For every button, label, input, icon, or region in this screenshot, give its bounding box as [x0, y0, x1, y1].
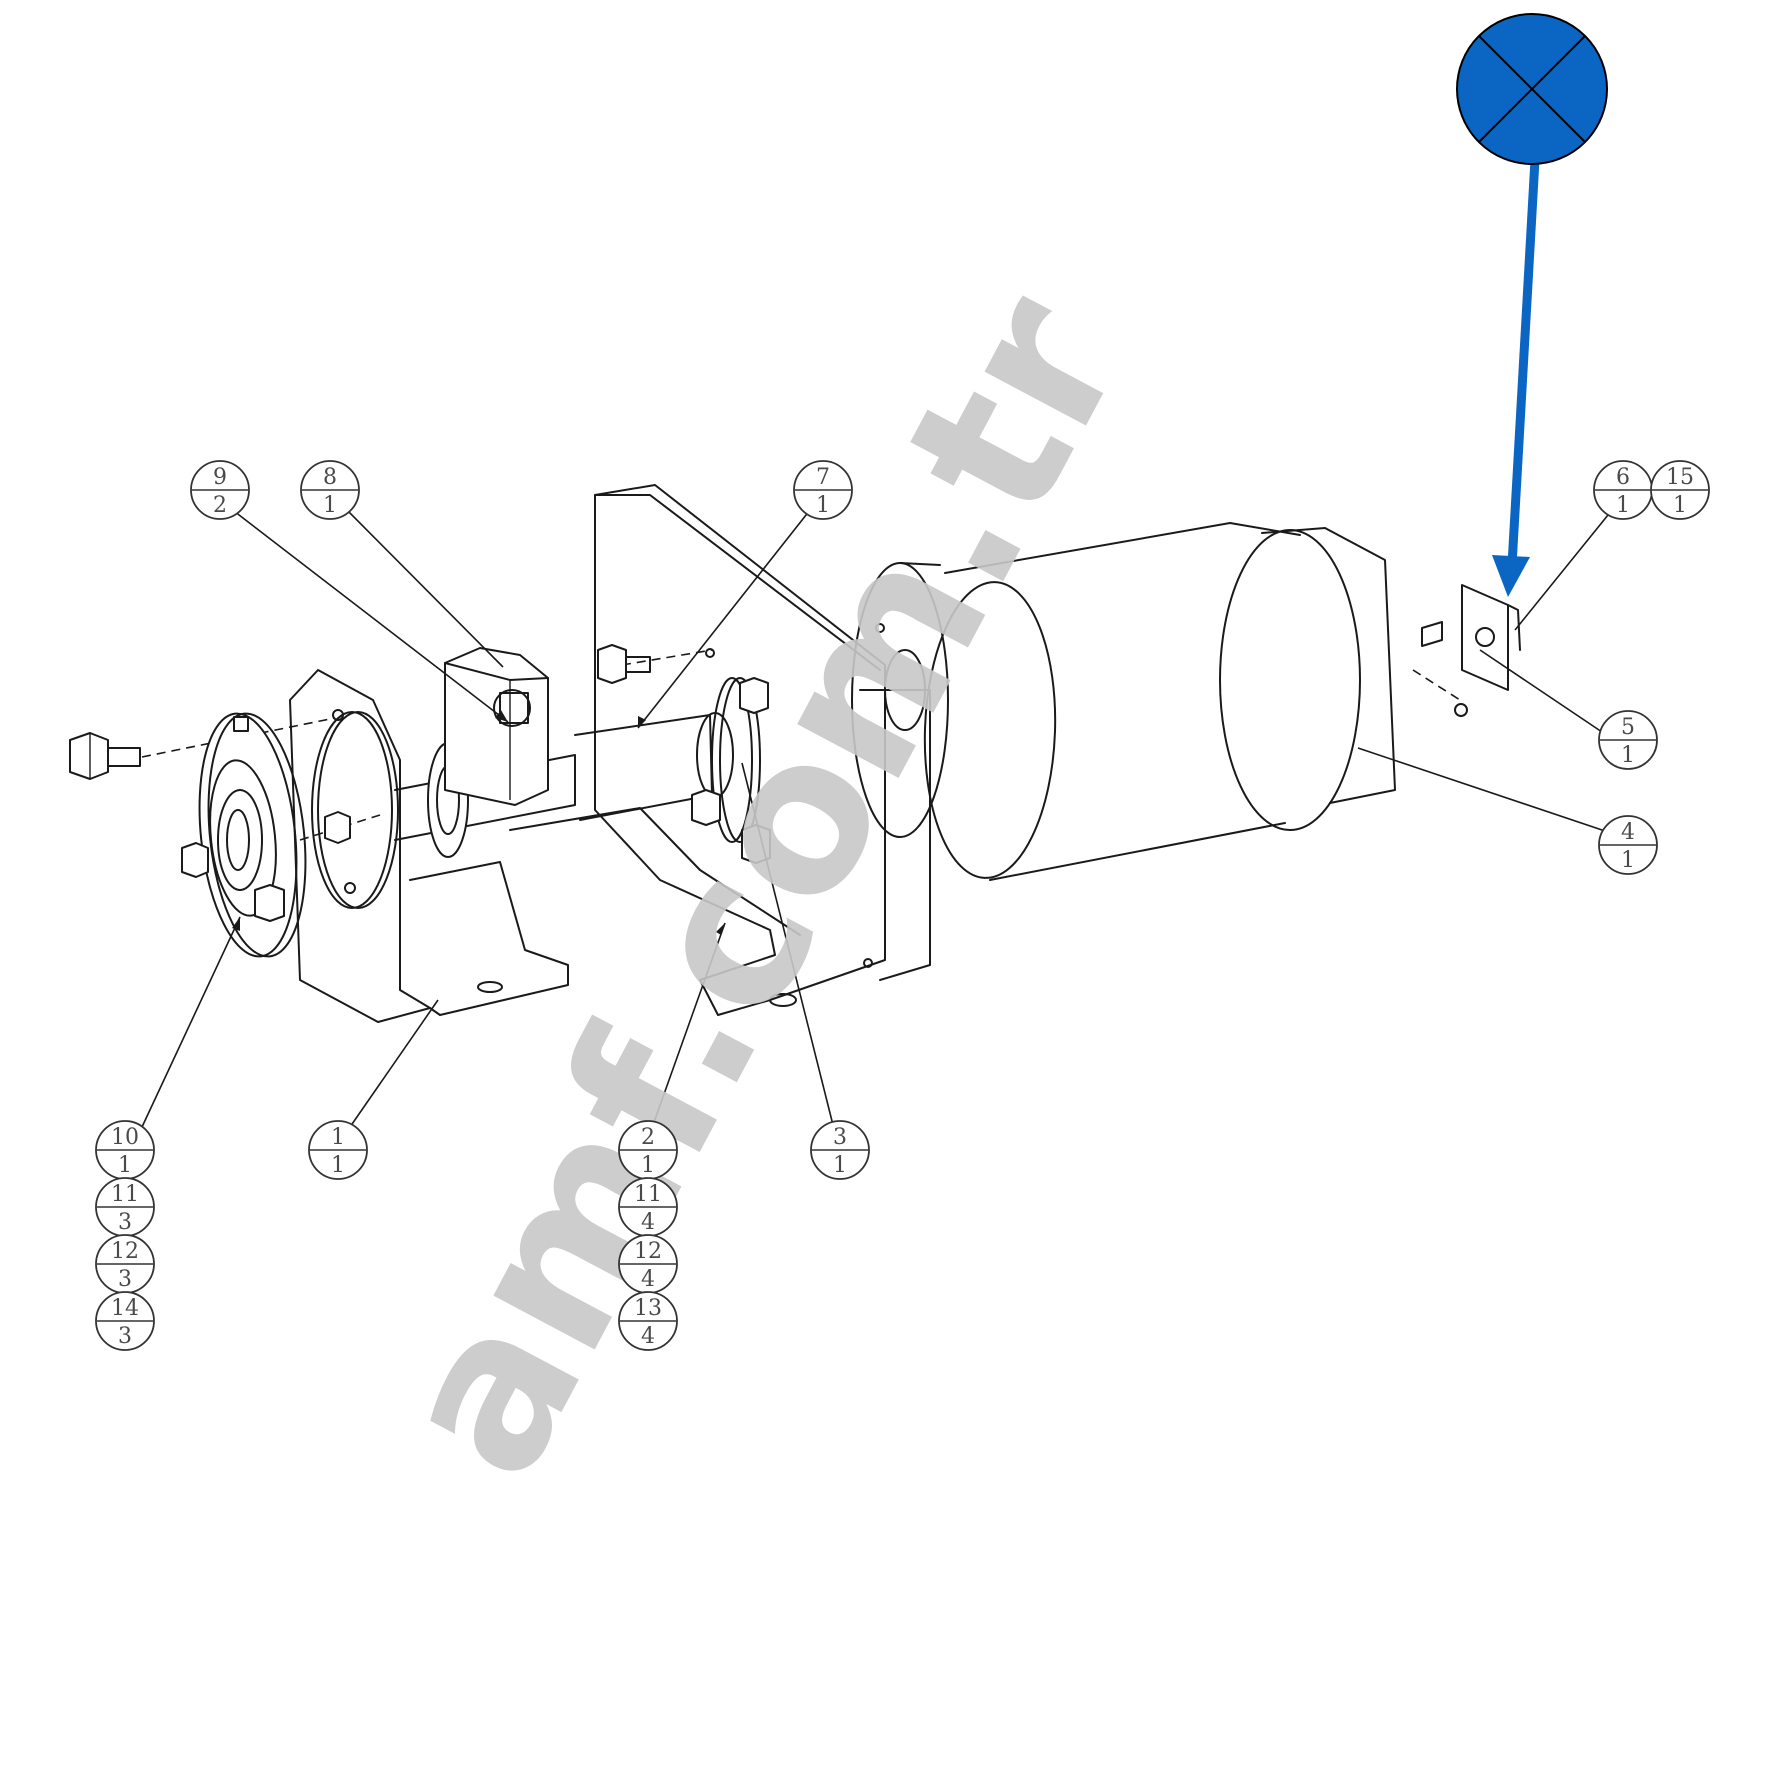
crossed-circle-icon — [1456, 13, 1608, 165]
callout-part-9: 92 — [190, 460, 250, 520]
callout-part-6: 61 — [1593, 460, 1653, 520]
svg-text:8: 8 — [323, 465, 337, 490]
svg-text:6: 6 — [1616, 465, 1630, 490]
callout-part-12b: 124 — [618, 1234, 678, 1294]
callout-part-11: 113 — [95, 1177, 155, 1237]
callout-part-5: 51 — [1598, 710, 1658, 770]
callout-part-1: 11 — [308, 1120, 368, 1180]
svg-text:2: 2 — [641, 1125, 655, 1150]
svg-text:4: 4 — [641, 1210, 655, 1235]
callout-part-11b: 114 — [618, 1177, 678, 1237]
highlight-arrowhead — [1492, 555, 1530, 597]
svg-text:2: 2 — [213, 493, 227, 518]
callout-part-10: 101 — [95, 1120, 155, 1180]
svg-text:14: 14 — [111, 1296, 139, 1321]
svg-text:1: 1 — [323, 493, 337, 518]
svg-text:1: 1 — [1673, 493, 1687, 518]
svg-text:3: 3 — [833, 1125, 847, 1150]
hex-bolts-plate — [597, 644, 771, 864]
svg-text:4: 4 — [641, 1324, 655, 1349]
svg-text:1: 1 — [331, 1153, 345, 1178]
svg-text:9: 9 — [213, 465, 227, 490]
flange-bearing — [181, 712, 307, 958]
svg-text:1: 1 — [1621, 848, 1635, 873]
svg-text:4: 4 — [1621, 820, 1635, 845]
hex-bolt-left — [69, 732, 141, 780]
motor — [851, 522, 1396, 881]
svg-text:1: 1 — [641, 1153, 655, 1178]
callout-part-15: 151 — [1650, 460, 1710, 520]
svg-text:1: 1 — [816, 493, 830, 518]
watermark-text: amf.com.tr — [348, 258, 1171, 1513]
svg-text:7: 7 — [816, 465, 830, 490]
callout-part-2: 21 — [618, 1120, 678, 1180]
svg-text:1: 1 — [833, 1153, 847, 1178]
callout-bubbles: 92 81 71 61 151 51 41 101 — [95, 460, 1710, 1351]
callout-part-13: 134 — [618, 1291, 678, 1351]
svg-text:3: 3 — [118, 1267, 132, 1292]
callout-part-14: 143 — [95, 1291, 155, 1351]
middle-plate — [509, 484, 931, 1016]
svg-text:1: 1 — [331, 1125, 345, 1150]
leader-arrowheads — [232, 710, 725, 935]
svg-text:11: 11 — [111, 1182, 139, 1207]
left-bracket — [289, 669, 569, 1023]
end-plate — [1412, 584, 1521, 717]
callout-part-7: 71 — [793, 460, 853, 520]
svg-text:12: 12 — [111, 1239, 139, 1264]
highlight-marker — [1456, 13, 1608, 597]
svg-text:3: 3 — [118, 1324, 132, 1349]
svg-text:1: 1 — [1616, 493, 1630, 518]
callout-part-12: 123 — [95, 1234, 155, 1294]
pillow-block — [444, 647, 549, 806]
svg-text:4: 4 — [641, 1267, 655, 1292]
svg-text:10: 10 — [111, 1125, 139, 1150]
callout-part-3: 31 — [810, 1120, 870, 1180]
svg-text:1: 1 — [118, 1153, 132, 1178]
callout-part-8: 81 — [300, 460, 360, 520]
svg-text:12: 12 — [634, 1239, 662, 1264]
svg-text:5: 5 — [1621, 715, 1635, 740]
svg-text:3: 3 — [118, 1210, 132, 1235]
svg-text:1: 1 — [1621, 743, 1635, 768]
callout-part-4: 41 — [1598, 815, 1658, 875]
svg-text:15: 15 — [1666, 465, 1694, 490]
assembly-drawing — [69, 484, 1609, 1128]
svg-text:13: 13 — [634, 1296, 662, 1321]
highlight-arrow — [1507, 159, 1540, 566]
leader-lines — [141, 507, 1609, 1128]
svg-text:11: 11 — [634, 1182, 662, 1207]
